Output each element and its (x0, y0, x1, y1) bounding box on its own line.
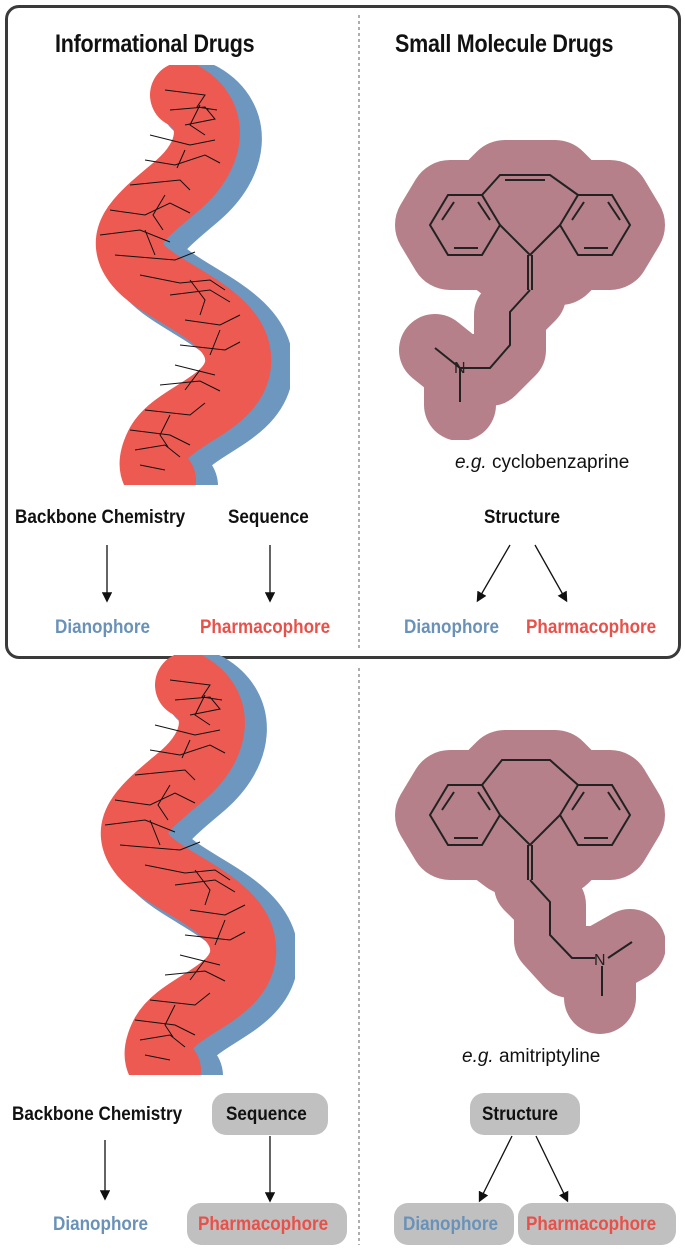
dianophore-label-bottom: Dianophore (53, 1214, 149, 1235)
eg-prefix: e.g. (455, 452, 487, 473)
sequence-pill (212, 1093, 328, 1135)
amitriptyline-name: amitriptyline (498, 1046, 601, 1067)
structure-pill (470, 1093, 580, 1135)
dianophore-label-right: Dianophore (404, 617, 500, 638)
sequence-label-bottom: Sequence (226, 1104, 307, 1125)
stick-structure (99, 89, 241, 471)
pharmacophore-label-right: Pharmacophore (526, 617, 657, 638)
small-molecule-drugs-title: Small Molecule Drugs (395, 30, 614, 58)
cyclobenzaprine-structure: N (395, 140, 665, 440)
structure-label: Structure (484, 507, 561, 528)
pharmacophore-label: Pharmacophore (200, 617, 331, 638)
nitrogen-label: N (594, 952, 606, 969)
sequence-label: Sequence (228, 507, 309, 528)
dianophore-pill-right (394, 1203, 514, 1245)
informational-drugs-title: Informational Drugs (55, 30, 255, 58)
pharmacophore-pill-right (518, 1203, 676, 1245)
molecule-bonds (428, 174, 632, 402)
nitrogen-label: N (454, 360, 466, 377)
cyclobenzaprine-name: cyclobenzaprine (491, 452, 630, 473)
stick-structure (104, 679, 246, 1061)
molecule-highlight (395, 730, 665, 1034)
amitriptyline-structure: N (395, 730, 665, 1034)
oligonucleotide-top (70, 65, 290, 485)
pharmacophore-label-bottom: Pharmacophore (198, 1214, 329, 1235)
eg-prefix-bottom: e.g. (462, 1046, 494, 1067)
top-panel-frame (5, 5, 681, 659)
dianophore-label: Dianophore (55, 617, 151, 638)
dianophore-label-bottom-right: Dianophore (403, 1214, 499, 1235)
backbone-chemistry-label: Backbone Chemistry (15, 507, 186, 528)
cyclobenzaprine-caption: e.g. cyclobenzaprine (455, 452, 629, 474)
molecule-bonds (428, 759, 633, 996)
backbone-chemistry-label-bottom: Backbone Chemistry (12, 1104, 183, 1125)
structure-label-bottom: Structure (482, 1104, 559, 1125)
pharmacophore-pill-left (187, 1203, 347, 1245)
amitriptyline-caption: e.g. amitriptyline (462, 1046, 600, 1068)
oligonucleotide-bottom (75, 655, 295, 1075)
pharmacophore-label-bottom-right: Pharmacophore (526, 1214, 657, 1235)
